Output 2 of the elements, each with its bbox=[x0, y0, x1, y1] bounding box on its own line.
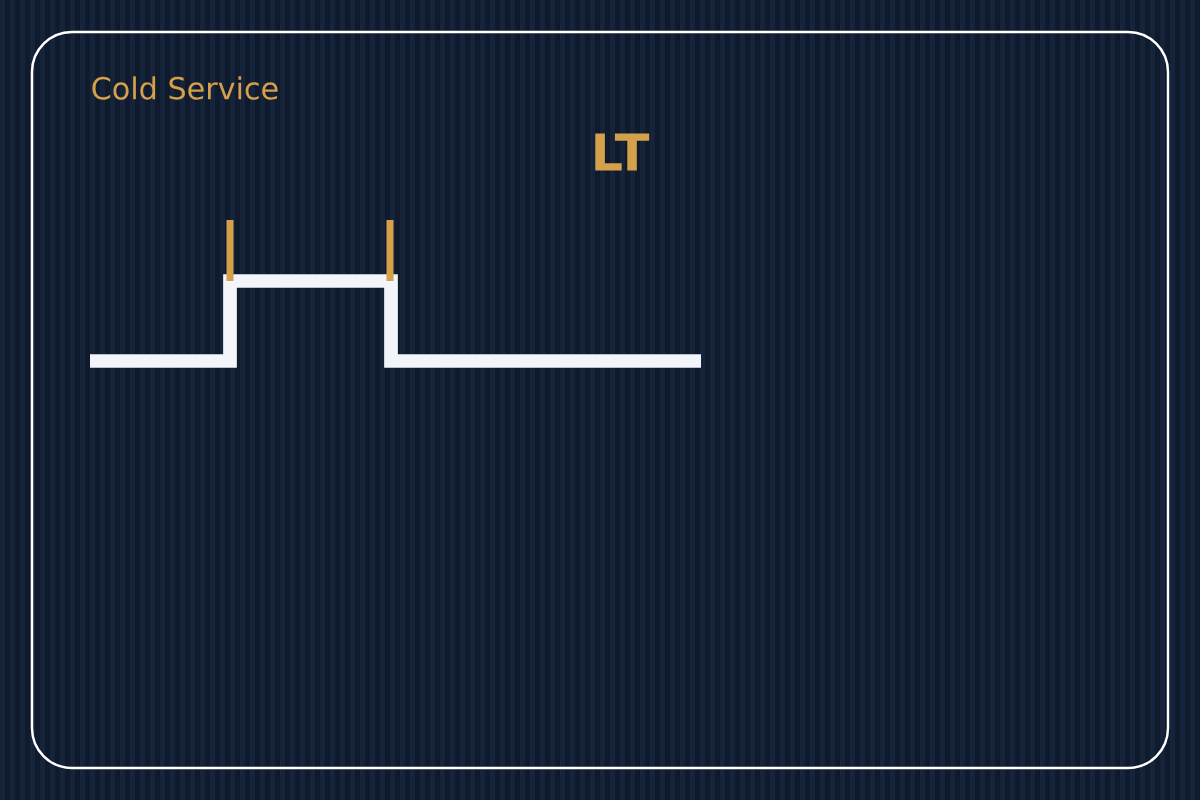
subtitle: Cold Service bbox=[92, 76, 278, 100]
grade-label: LT bbox=[595, 133, 650, 171]
